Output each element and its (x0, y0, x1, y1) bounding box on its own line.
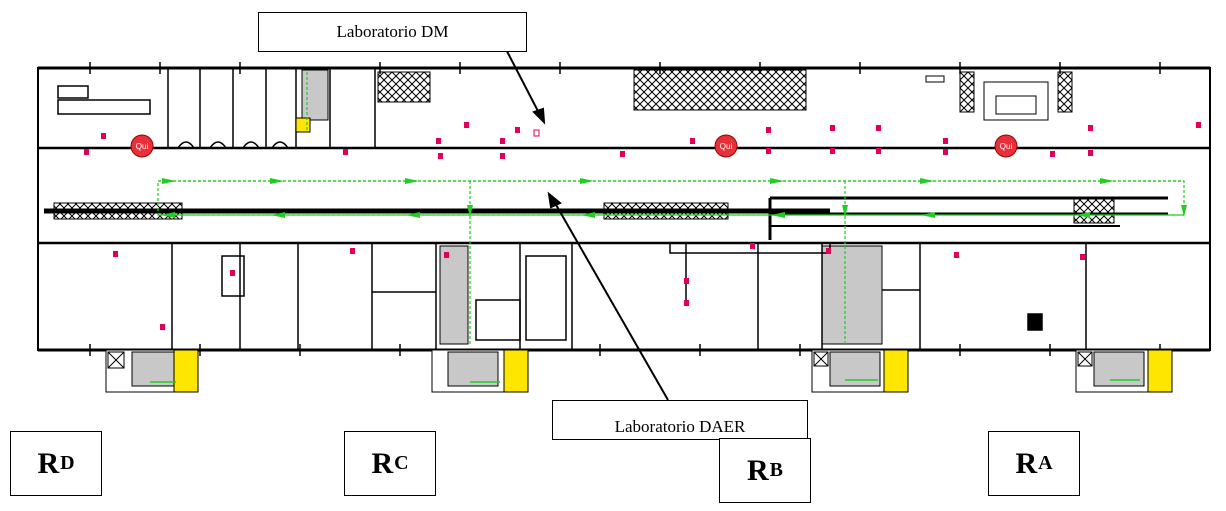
stairwell-base: R (371, 446, 394, 480)
rail-tracks (44, 196, 1168, 254)
stairwell-base: R (746, 453, 769, 487)
callout-label: Laboratorio DM (336, 22, 449, 41)
hydrant-label: Qui (720, 142, 733, 151)
stairwell-rc (431, 349, 529, 393)
stairwell-base: R (37, 446, 60, 480)
hydrant-icon (130, 134, 154, 158)
stairwell-sub: B (769, 459, 783, 481)
bottom-room-walls (171, 243, 1087, 350)
stairwell-sub: A (1038, 452, 1053, 474)
safety-markers (84, 122, 1201, 330)
callout-laboratorio-daer: Laboratorio DAER (552, 400, 808, 440)
stairwell-rd (105, 349, 199, 393)
stairwell-sub: D (60, 452, 75, 474)
top-room-walls (57, 68, 376, 149)
stairwell-base: R (1015, 446, 1038, 480)
hydrant-markers: Qui Qui Qui (130, 134, 1018, 158)
route-arrows (161, 178, 1187, 218)
corridor-walls (38, 146, 1210, 245)
hydrant-label: Qui (136, 142, 149, 151)
shelving (53, 69, 1115, 224)
callout-label: Laboratorio DAER (614, 417, 746, 436)
stairwell-ra (1075, 349, 1173, 393)
stair-route-arrows (150, 379, 1140, 383)
hydrant-label: Qui (1000, 142, 1013, 151)
callout-arrows (495, 29, 669, 401)
escape-route (157, 72, 1185, 345)
hydrant-icon (994, 134, 1018, 158)
hydrant-icon (714, 134, 738, 158)
service-areas (295, 69, 883, 345)
stairwell-sub: C (394, 452, 409, 474)
callout-laboratorio-dm: Laboratorio DM (258, 12, 527, 52)
stairwell-rb (811, 349, 909, 393)
stairwell-annexes (105, 349, 1173, 393)
